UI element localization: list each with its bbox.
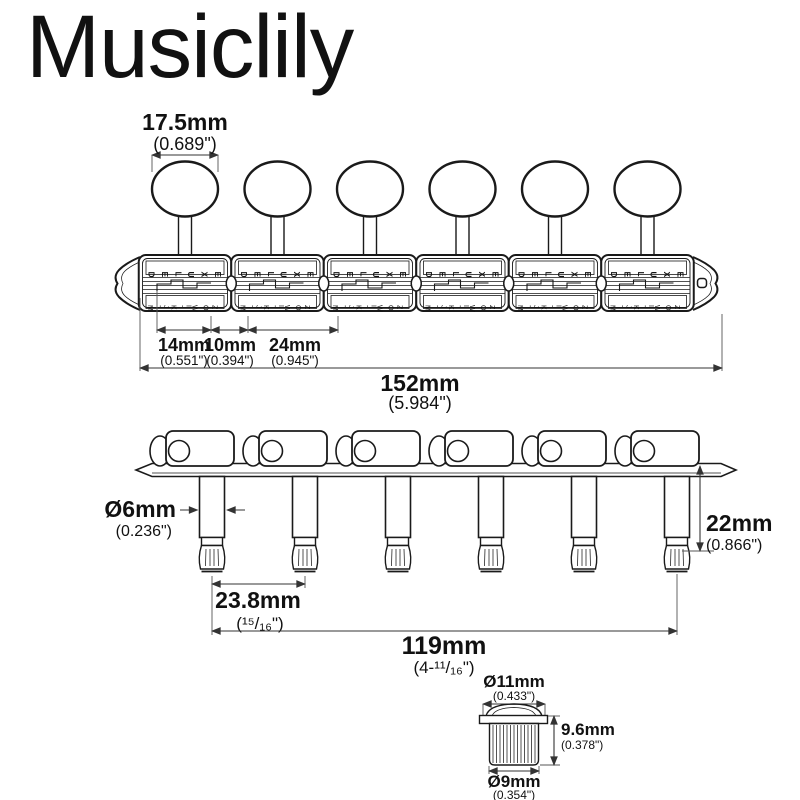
section-joint [318,275,330,292]
dim-post-span-mm: 119mm [402,632,487,660]
tuner-side-6 [614,430,700,573]
tuner-side-5 [521,430,607,573]
dim-bushing-head-mm: Ø11mm [483,672,544,691]
dim-post-diameter: Ø6mm (0.236") [104,496,245,540]
dim-post-span-in: (4-¹¹/₁₆") [413,658,474,677]
dim-overall-length-in: (5.984") [388,393,451,413]
dim-post-height: 22mm (0.866") [682,465,772,554]
dim-bushing-body-mm: Ø9mm [488,772,541,791]
dim-c-in: (0.945") [271,353,319,368]
bushing-dome [485,703,543,717]
plate-end-left [114,256,141,311]
tuner-front-5 [507,160,603,317]
dim-bushing-body-in: (0.354") [493,788,535,800]
dim-post-height-mm: 22mm [706,510,772,536]
bushing-detail: Ø11mm (0.433") 9.6mm (0.378") [478,672,615,800]
tuner-side-2 [242,430,328,573]
dim-bushing-height-mm: 9.6mm [561,720,615,739]
tuner-front-2 [230,160,325,317]
dim-button-width-mm: 17.5mm [142,109,228,135]
tuner-side-4 [428,430,514,573]
section-joint [225,275,237,292]
front-view [114,160,719,317]
dim-c-mm: 24mm [269,335,321,355]
dim-b-mm: 10mm [204,335,256,355]
bushing-flange [478,714,549,725]
dim-button-width: 17.5mm (0.689") [142,109,228,172]
dim-button-width-in: (0.689") [153,134,216,154]
tuner-front-6 [600,160,695,317]
tuner-front-4 [415,160,510,317]
tuner-front-1 [137,160,233,317]
dim-post-height-in: (0.866") [706,537,762,554]
dim-post-span: 119mm (4-¹¹/₁₆") [211,574,678,677]
dim-bushing-height-in: (0.378") [561,738,603,752]
dim-post-diameter-mm: Ø6mm [104,496,176,522]
dim-post-spacing-in: (¹⁵/₁₆") [236,614,283,633]
tuner-side-3 [335,430,421,573]
section-joint [595,275,607,292]
dim-overall-length: 152mm (5.984") [139,298,723,413]
mount-hole-right [696,277,708,289]
brand-logo: Musiclily [26,0,355,96]
dim-post-spacing-mm: 23.8mm [215,587,301,613]
dim-bushing-head-in: (0.433") [493,689,535,703]
bushing-knurling [492,725,536,763]
dim-a-mm: 14mm [158,335,210,355]
dim-overall-length-mm: 152mm [380,370,459,396]
dim-b-in: (0.394") [206,353,254,368]
section-joint [503,275,515,292]
dim-post-diameter-in: (0.236") [116,523,172,540]
section-joint [410,275,422,292]
tuner-front-3 [322,160,418,317]
dim-a-in: (0.551") [160,353,208,368]
dim-post-spacing: 23.8mm (¹⁵/₁₆") [211,576,306,635]
side-view [133,430,739,573]
